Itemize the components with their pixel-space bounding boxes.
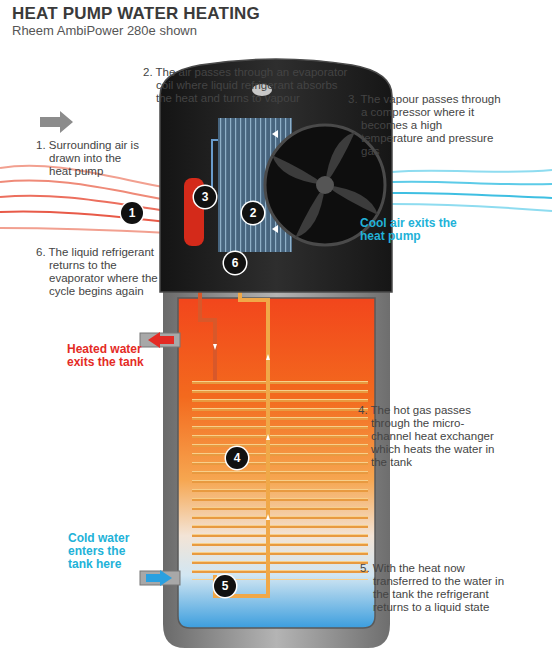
diagram-title: HEAT PUMP WATER HEATING: [12, 4, 260, 24]
callout-digit: 4: [226, 447, 248, 469]
tank-shell: [163, 284, 390, 648]
air-flow-arrow: [272, 225, 278, 233]
subtitle: Rheem AmbiPower 280e shown: [12, 23, 332, 38]
fan-blade: [325, 185, 378, 215]
flow-arrow: [266, 514, 270, 520]
cool-air-line: [392, 182, 552, 185]
callout-digit: 3: [194, 186, 216, 208]
air-flow-arrow: [272, 130, 278, 138]
callout-number: 1: [121, 202, 143, 224]
cool-air-line: [392, 204, 552, 211]
fan-blade: [272, 155, 325, 185]
fan-blade: [325, 132, 355, 185]
fan-blade: [295, 185, 325, 238]
callout-digit: 6: [224, 252, 246, 274]
hot-outlet-pipe: [140, 333, 180, 347]
air-out-label: Cool air exits the heat pump: [360, 217, 480, 243]
callout-number: 3: [194, 186, 216, 208]
step-text: 6. The liquid refrigerant returns to the…: [36, 246, 171, 298]
step-text: 4. The hot gas passes through the micro-…: [358, 404, 495, 469]
cool-air-line: [392, 193, 552, 198]
callout-digit: 5: [214, 575, 236, 597]
warm-air-line: [0, 181, 168, 200]
callout-number: 4: [226, 447, 248, 469]
cold-water-arrow: [146, 570, 172, 586]
outlet-label: Heated water exits the tank: [67, 343, 167, 369]
inlet-label: Cold water enters the tank here: [68, 532, 148, 571]
warm-air-line: [0, 196, 168, 211]
flow-arrow: [266, 354, 270, 360]
heat-exchanger-coil: [192, 378, 368, 580]
cool-air-line: [392, 170, 552, 172]
callout-number: 5: [214, 575, 236, 597]
callout-digit: 1: [121, 202, 143, 224]
callout-number: 6: [224, 252, 246, 274]
flow-arrow: [213, 344, 217, 350]
callout-number: 2: [242, 202, 264, 224]
liquid-return-pipe: [215, 252, 268, 596]
step-text: 2. The air passes through an evaporator …: [143, 66, 352, 105]
air-in-arrow: [40, 111, 73, 133]
step-text: 5. With the heat now transferred to the …: [360, 562, 523, 614]
step-text: 1. Surrounding air is drawn into the hea…: [36, 139, 145, 178]
fan-hub: [316, 176, 334, 194]
tank-water: [178, 298, 375, 628]
hot-water-arrow: [148, 332, 174, 348]
refrigerant-line: [204, 140, 218, 190]
cold-inlet-pipe: [140, 571, 180, 585]
callout-digit: 2: [242, 202, 264, 224]
warm-air-line: [0, 228, 168, 233]
step-text: 3. The vapour passes through a compresso…: [348, 93, 501, 158]
flow-arrow: [266, 434, 270, 440]
